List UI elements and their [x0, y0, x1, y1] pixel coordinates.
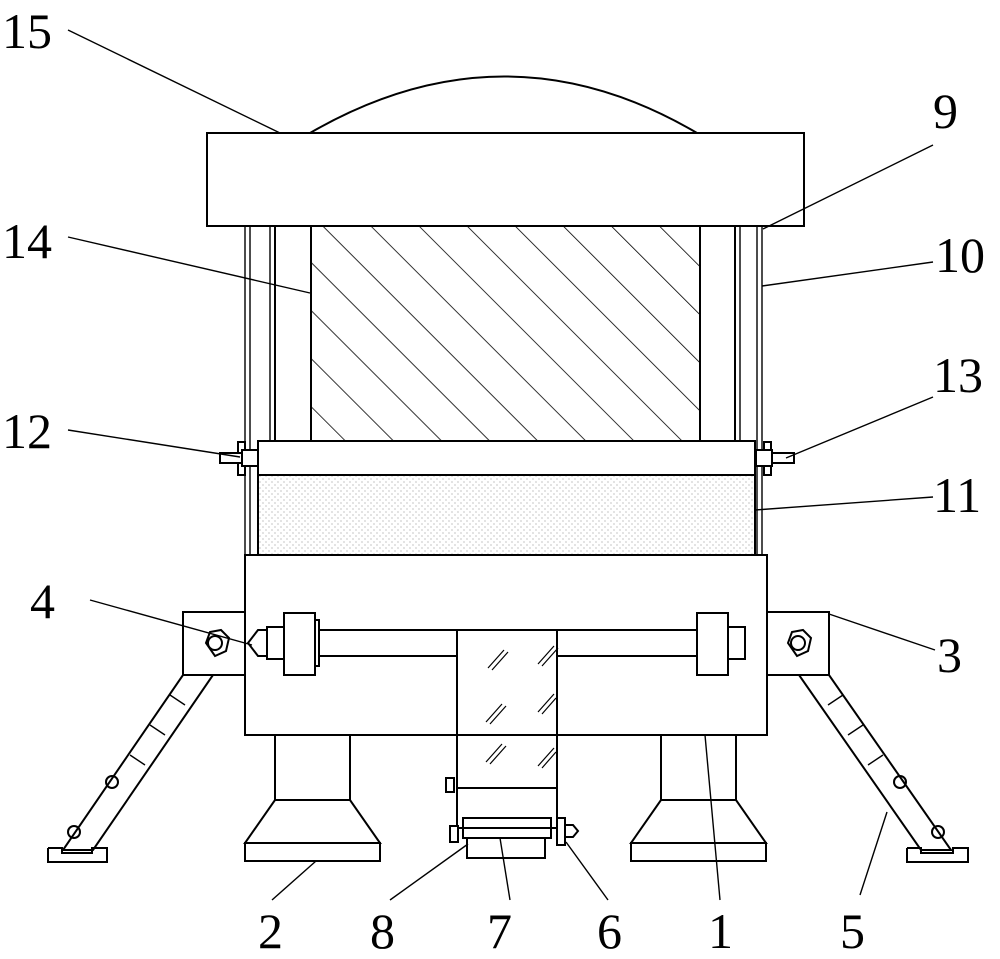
right-column — [699, 225, 736, 442]
right-foot — [629, 734, 768, 862]
left-bracket — [182, 611, 246, 676]
label-4: 4 — [30, 573, 55, 629]
number-labels: 15 9 14 10 13 12 11 4 3 2 8 7 6 1 5 — [2, 3, 985, 959]
bottom-clamp — [445, 777, 580, 859]
label-14: 14 — [2, 213, 52, 269]
left-pin — [219, 441, 259, 476]
label-10: 10 — [935, 227, 985, 283]
label-2: 2 — [258, 903, 283, 959]
hatched-press-block — [310, 225, 701, 442]
label-12: 12 — [2, 403, 52, 459]
top-plate — [206, 132, 805, 227]
label-13: 13 — [933, 347, 983, 403]
leader-lines — [67, 29, 936, 901]
right-leg — [797, 674, 969, 863]
pressure-plate — [257, 440, 756, 476]
label-1: 1 — [708, 903, 733, 959]
label-6: 6 — [597, 903, 622, 959]
label-9: 9 — [933, 83, 958, 139]
label-5: 5 — [840, 903, 865, 959]
label-3: 3 — [937, 627, 962, 683]
dome-cover — [309, 75, 698, 134]
left-leg — [47, 674, 215, 863]
glass-marks — [485, 645, 559, 769]
left-foot — [243, 734, 382, 862]
right-bracket — [766, 611, 830, 676]
dotted-pad — [257, 474, 756, 556]
label-15: 15 — [2, 3, 52, 59]
label-8: 8 — [370, 903, 395, 959]
label-7: 7 — [487, 903, 512, 959]
main-body — [244, 554, 768, 736]
lead-screw — [246, 612, 746, 676]
right-pin — [755, 441, 795, 476]
label-11: 11 — [933, 467, 981, 523]
left-column — [274, 225, 312, 442]
